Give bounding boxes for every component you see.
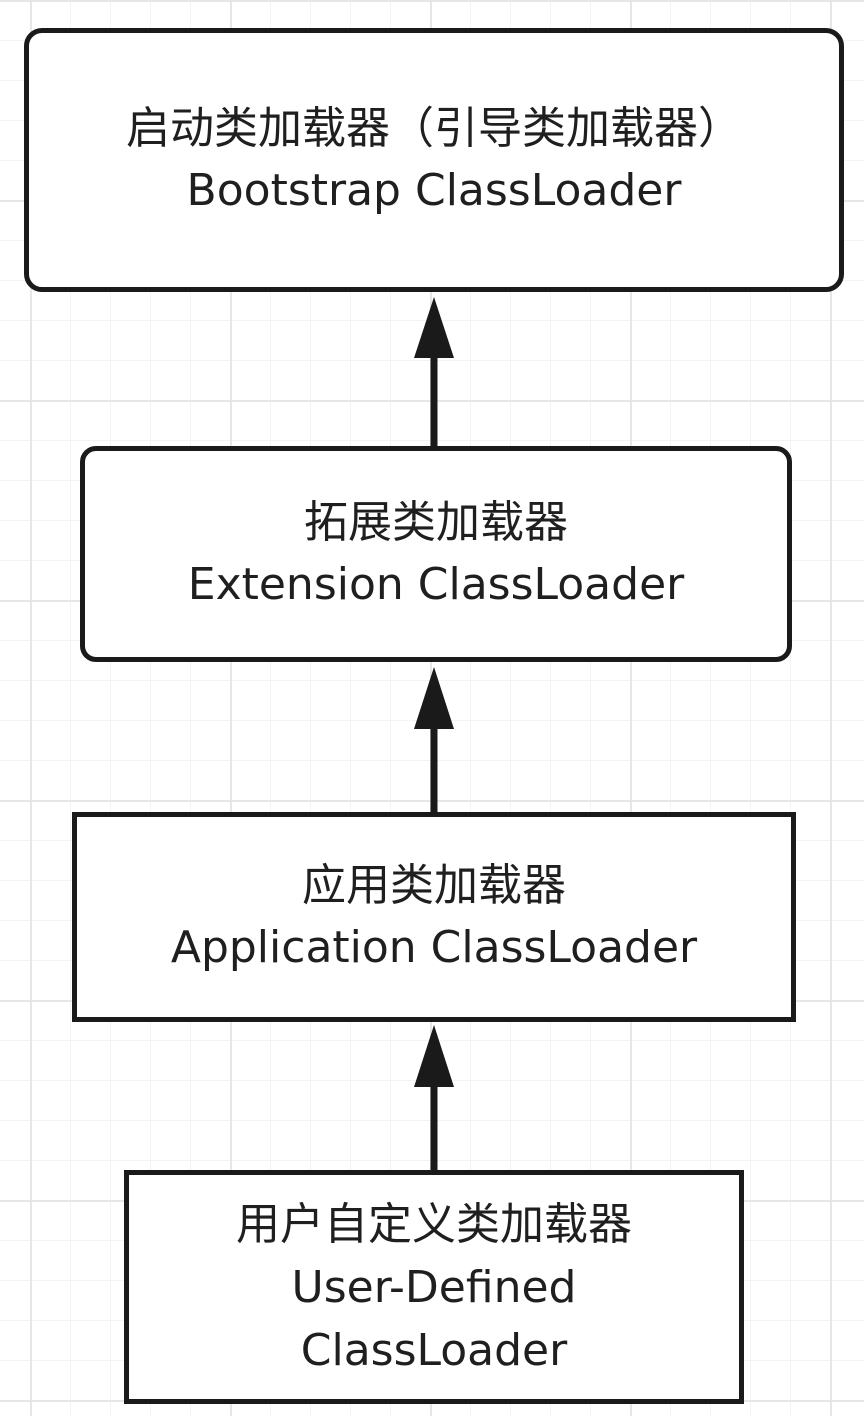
- node-zh-label: 拓展类加载器: [304, 497, 568, 548]
- user-defined-classloader-node[interactable]: 用户自定义类加载器 User-Defined ClassLoader: [124, 1170, 744, 1404]
- arrow-application-to-extension: [414, 667, 454, 812]
- node-zh-label: 用户自定义类加载器: [236, 1198, 632, 1250]
- node-en-label-line2: ClassLoader: [300, 1324, 568, 1376]
- application-classloader-node[interactable]: 应用类加载器 Application ClassLoader: [72, 812, 796, 1022]
- arrow-user-to-application: [414, 1025, 454, 1170]
- node-en-label: Application ClassLoader: [170, 922, 698, 973]
- node-zh-label: 启动类加载器（引导类加载器）: [126, 103, 742, 154]
- node-zh-label: 应用类加载器: [302, 860, 566, 911]
- node-en-label: Bootstrap ClassLoader: [186, 165, 682, 216]
- bootstrap-classloader-node[interactable]: 启动类加载器（引导类加载器） Bootstrap ClassLoader: [24, 28, 844, 292]
- arrow-extension-to-bootstrap: [414, 297, 454, 446]
- node-en-label: Extension ClassLoader: [187, 559, 685, 610]
- node-en-label-line1: User-Defined: [291, 1261, 577, 1313]
- extension-classloader-node[interactable]: 拓展类加载器 Extension ClassLoader: [80, 446, 792, 662]
